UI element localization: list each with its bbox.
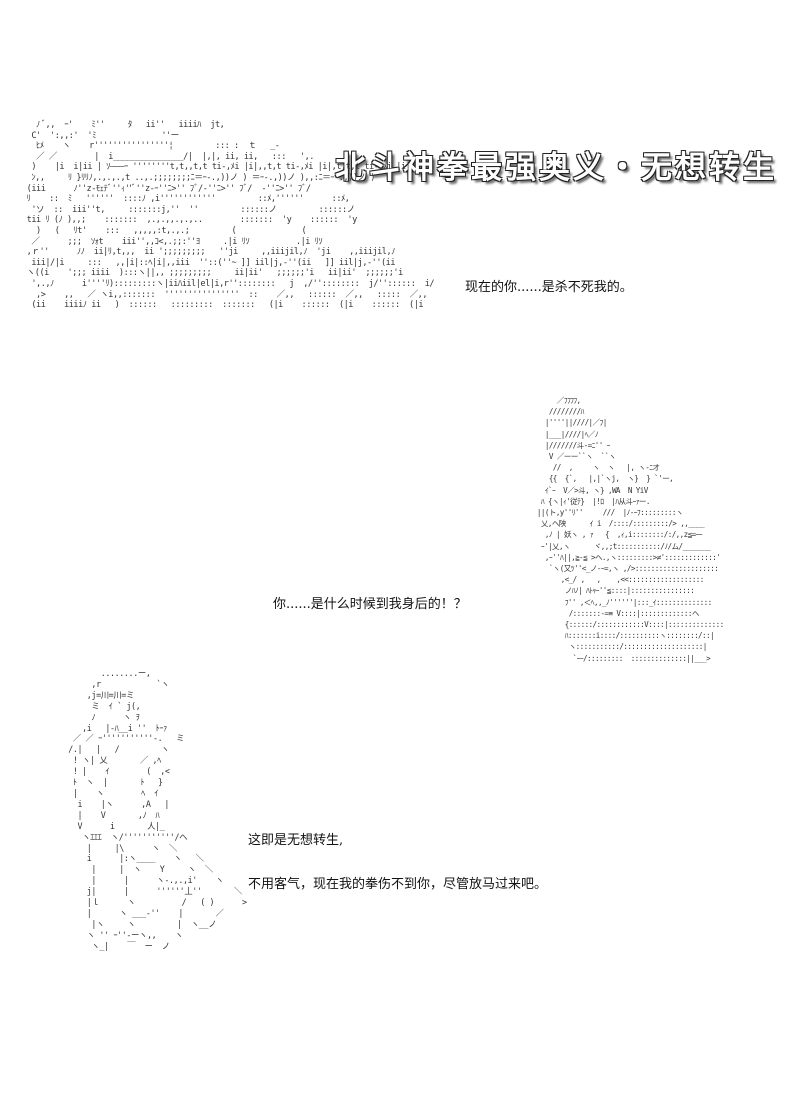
ascii-art-figure-bottom-left: ........ー, ,r `ヽ ,j=川=川=ミ ミ ｲ ` j(, ﾉ ヽ … bbox=[68, 668, 247, 951]
dialogue-line-1: 现在的你......是杀不死我的。 bbox=[465, 280, 633, 295]
dialogue-line-4: 不用客气，现在我的拳伤不到你，尽管放马过来吧。 bbox=[248, 877, 548, 892]
dialogue-line-3: 这即是无想转生, bbox=[248, 833, 344, 848]
title: 北斗神拳最强奥义・无想转生 bbox=[335, 150, 777, 186]
ascii-art-figures-top-left: ﾉ ﾞ,, ｰ' ﾐ'' ﾀ ii'' iiiiﾊ jt, C' ':,,:' … bbox=[26, 120, 435, 311]
ascii-art-figure-right: ／ﾌﾌﾌﾌ, ////////ﾊ |''''||////|／ﾌ| |___|//… bbox=[536, 396, 724, 663]
dialogue-line-2: 你......是什么时候到我身后的！？ bbox=[273, 597, 467, 612]
